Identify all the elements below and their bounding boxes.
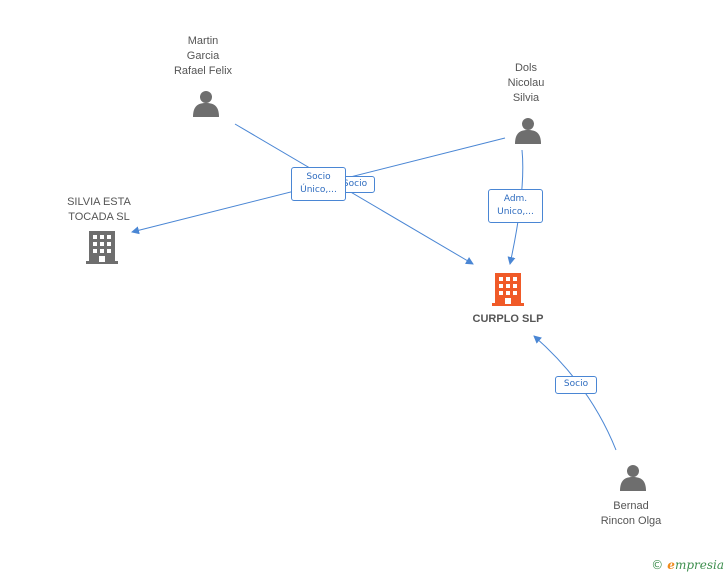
- main-company-building-icon[interactable]: [492, 273, 524, 306]
- person-icon[interactable]: [193, 91, 219, 117]
- node-label-martin[interactable]: Martin Garcia Rafael Felix: [173, 35, 233, 77]
- node-label-curplo[interactable]: CURPLO SLP: [472, 313, 544, 325]
- edge-label-adm-unico[interactable]: Adm. Unico,...: [488, 189, 543, 223]
- node-label-silvia-esta[interactable]: SILVIA ESTA TOCADA SL: [67, 196, 131, 223]
- empresia-logo: ©empresia: [651, 558, 724, 572]
- building-icon[interactable]: [86, 231, 118, 264]
- person-icon[interactable]: [620, 465, 646, 491]
- node-label-dols[interactable]: Dols Nicolau Silvia: [507, 62, 545, 104]
- brand-name: mpresia: [674, 558, 724, 572]
- edge-label-socio-bernad[interactable]: Socio: [555, 376, 597, 394]
- brand-initial: e: [667, 558, 675, 572]
- person-icon[interactable]: [515, 118, 541, 144]
- node-label-bernad[interactable]: Bernad Rincon Olga: [600, 500, 662, 527]
- edge-label-socio-unico[interactable]: Socio Único,...: [291, 167, 346, 201]
- copyright-symbol: ©: [651, 558, 664, 572]
- edge-martin-to-curplo: [234, 123, 474, 265]
